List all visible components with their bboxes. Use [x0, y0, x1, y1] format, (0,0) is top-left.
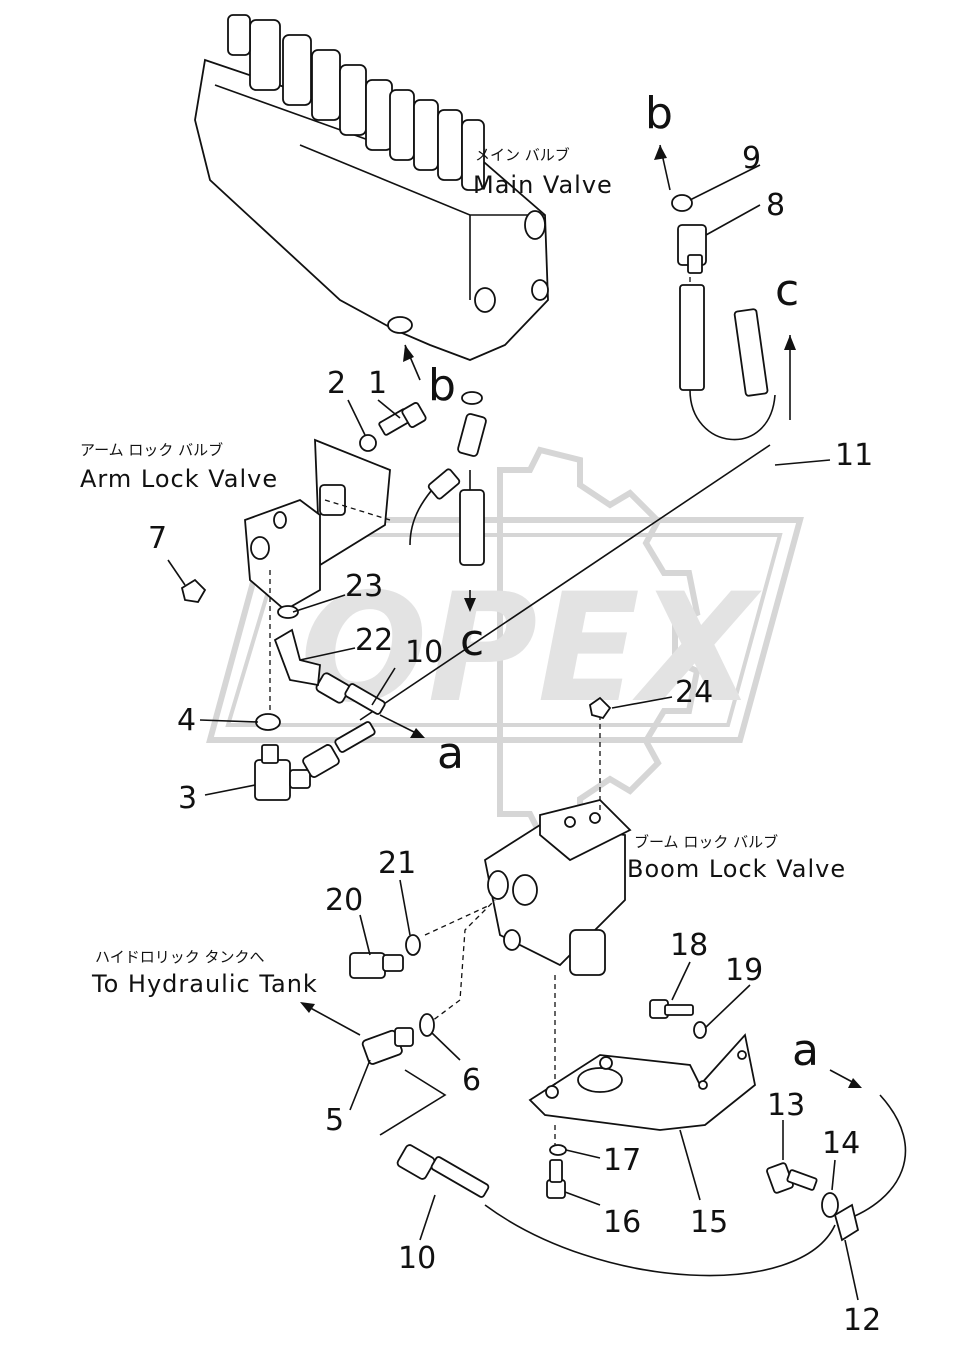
part-1-bolt: [378, 402, 427, 436]
part-17-washer: [549, 1144, 567, 1156]
part-4-oring: [255, 713, 281, 731]
label-part-16: 16: [603, 1205, 641, 1240]
bracket-part-15: [528, 1033, 756, 1131]
label-part-22: 22: [355, 623, 393, 658]
label-part-11: 11: [835, 438, 873, 473]
part-5-elbow: [361, 1027, 414, 1065]
main-valve: [194, 14, 549, 361]
part-22-elbow: [273, 628, 321, 687]
leader-lines: [167, 164, 859, 1301]
label-part-23: 23: [345, 569, 383, 604]
main-valve-spools: [227, 14, 485, 191]
label-part-10-lower: 10: [398, 1241, 436, 1276]
assembly-lines: [269, 250, 691, 1145]
label-part-20: 20: [325, 883, 363, 918]
label-part-10-upper: 10: [405, 635, 443, 670]
part-21-oring: [405, 934, 421, 956]
label-part-5: 5: [325, 1103, 344, 1138]
part-16-bolt: [546, 1159, 566, 1199]
part-10-hose-upper: [315, 672, 386, 715]
label-part-17: 17: [603, 1143, 641, 1178]
part-7-plug: [180, 578, 207, 603]
flow-arrows: [300, 144, 862, 1088]
arm-valve-label-en: Arm Lock Valve: [80, 465, 278, 493]
label-part-1: 1: [368, 366, 387, 401]
tank-label-en: To Hydraulic Tank: [91, 970, 318, 998]
main-valve-label-en: Main Valve: [473, 171, 613, 199]
part-12-clamp: [833, 1203, 860, 1242]
watermark-frame-outer: [206, 517, 804, 743]
label-part-19: 19: [725, 953, 763, 988]
letter-b-mid: b: [428, 360, 456, 411]
boom-lock-valve: [483, 799, 632, 976]
label-part-12: 12: [843, 1303, 881, 1338]
letter-a-right: a: [792, 1025, 819, 1076]
part-19-washer: [693, 1021, 707, 1039]
watermark-frame-inner: [225, 533, 783, 727]
part-11-hose-fittings: [679, 284, 769, 397]
label-part-15: 15: [690, 1205, 728, 1240]
part-10-hose-bottom: [396, 1144, 490, 1198]
part-24-plug: [589, 696, 612, 720]
label-part-24: 24: [675, 675, 713, 710]
label-part-14: 14: [822, 1126, 860, 1161]
part-23-oring: [277, 605, 299, 619]
part-8-valve: [677, 224, 707, 274]
part-number-labels: 1 2 3 4 5 6 7 8 9 10 10 11 12 13 14 15 1…: [148, 141, 881, 1338]
part-18-bolt: [649, 999, 694, 1019]
main-valve-fittings: [427, 391, 487, 566]
main-valve-label-jp: メイン バルブ: [475, 146, 570, 164]
part-13-bolt: [766, 1162, 818, 1194]
tank-label-jp: ハイドロリック タンクへ: [95, 948, 264, 966]
label-part-6: 6: [462, 1063, 481, 1098]
arm-lock-valve: [244, 438, 391, 612]
label-part-13: 13: [767, 1088, 805, 1123]
letter-a-mid: a: [437, 728, 464, 779]
part-14-washer: [821, 1192, 839, 1218]
part-2-washer: [359, 434, 377, 452]
boom-valve-label-en: Boom Lock Valve: [627, 855, 846, 883]
label-part-3: 3: [178, 781, 197, 816]
label-part-4: 4: [177, 703, 196, 738]
label-part-9: 9: [742, 141, 761, 176]
part-3-valve: [254, 744, 311, 801]
label-part-21: 21: [378, 846, 416, 881]
label-part-2: 2: [327, 366, 346, 401]
label-part-8: 8: [766, 188, 785, 223]
part-20-elbow: [349, 952, 404, 979]
letter-c-mid: c: [460, 615, 484, 666]
connection-letters: b c b c a a: [428, 88, 819, 1076]
part-9-oring: [671, 194, 693, 212]
label-part-7: 7: [148, 521, 167, 556]
letter-c-top: c: [775, 265, 799, 316]
part-6-oring: [419, 1013, 435, 1037]
letter-b-top: b: [645, 88, 673, 139]
boom-valve-label-jp: ブーム ロック バルブ: [634, 833, 778, 851]
arm-valve-label-jp: アーム ロック バルブ: [80, 441, 223, 459]
part-10-hose-lower-fitting: [302, 721, 376, 778]
label-part-18: 18: [670, 928, 708, 963]
